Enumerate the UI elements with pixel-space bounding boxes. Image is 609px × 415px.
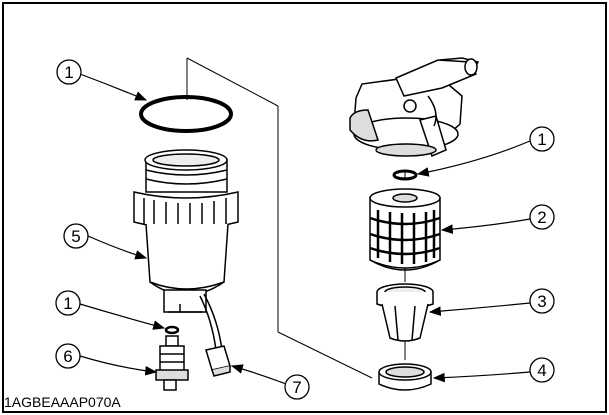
callout-3: 3: [529, 288, 555, 314]
leader-2: [440, 218, 531, 234]
float: [376, 283, 434, 342]
o-ring-drain: [164, 325, 180, 335]
callout-1-drain: 1: [55, 290, 81, 316]
callout-6: 6: [55, 343, 81, 369]
svg-text:1: 1: [537, 130, 546, 149]
leader-1-left: [79, 73, 148, 101]
sensor-connector: [199, 293, 231, 377]
leader-7: [230, 364, 287, 385]
svg-text:2: 2: [537, 208, 546, 227]
leader-3: [428, 302, 531, 316]
callout-7: 7: [284, 374, 310, 400]
leader-6: [79, 355, 158, 376]
sediment-bowl: [133, 149, 239, 313]
callout-2: 2: [529, 204, 555, 230]
svg-text:3: 3: [537, 292, 546, 311]
callout-4: 4: [529, 357, 555, 383]
ring: [378, 363, 432, 391]
callout-5: 5: [63, 223, 89, 249]
figure-code: 1AGBEAAAP070A: [4, 394, 121, 410]
leader-1-head: [416, 140, 531, 177]
callout-1-head: 1: [529, 126, 555, 152]
svg-text:4: 4: [537, 361, 546, 380]
svg-text:1: 1: [63, 294, 72, 313]
svg-text:6: 6: [63, 347, 72, 366]
svg-text:7: 7: [292, 378, 301, 397]
leader-lines: [79, 73, 531, 385]
filter-head: [349, 57, 480, 158]
callout-1-left: 1: [56, 59, 82, 85]
filter-element: [369, 188, 441, 271]
svg-text:5: 5: [71, 227, 80, 246]
o-ring-left: [139, 95, 233, 133]
leader-1-drain: [79, 303, 166, 330]
drain-plug: [155, 335, 189, 391]
leader-4: [432, 371, 531, 383]
svg-text:1: 1: [64, 63, 73, 82]
o-ring-head: [392, 169, 418, 181]
leader-5: [87, 235, 148, 260]
